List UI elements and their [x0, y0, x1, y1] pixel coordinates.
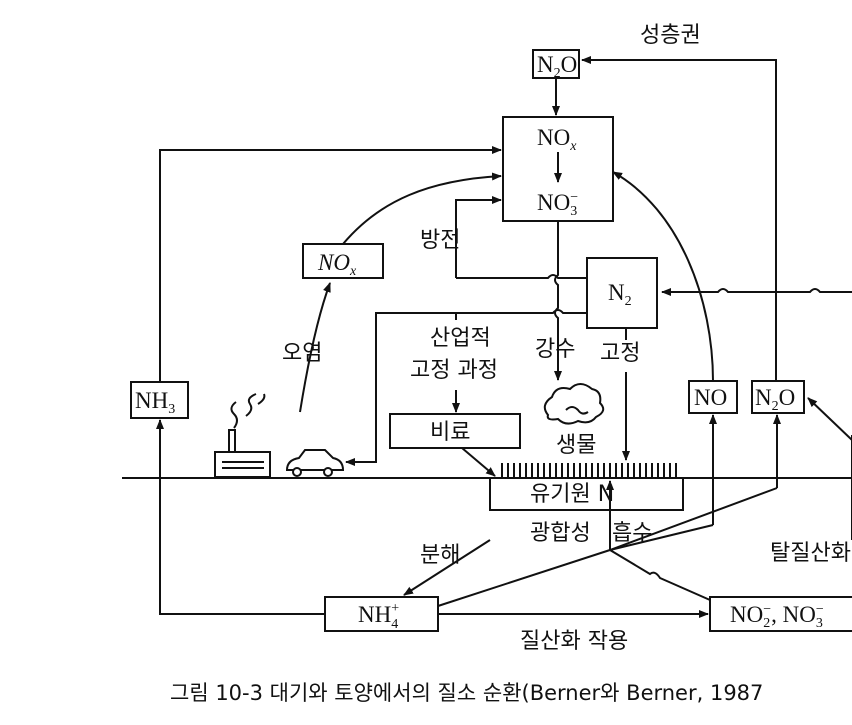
chem-no-right: NO	[694, 385, 727, 410]
label-organic-n: 유기원 N	[530, 482, 614, 507]
arrow-fertilizer-to-organic	[461, 447, 496, 477]
arrow-industrial-to-car	[345, 309, 587, 466]
arrow-pollution	[299, 282, 331, 413]
arrow-pollution-nox-to-box	[342, 172, 502, 245]
line-lightning-n2	[456, 274, 587, 279]
label-photosynthetic: 광합성	[530, 521, 591, 546]
organism-detail	[565, 406, 589, 415]
n2-box	[586, 257, 658, 329]
no-right-box	[688, 380, 738, 414]
figure-caption: 그림 10-3 대기와 토양에서의 질소 순환(Berner와 Berner, …	[170, 681, 763, 705]
arrow-lightning	[455, 196, 502, 278]
vegetation-hatch	[501, 463, 677, 478]
chem-nh3: NH3	[135, 388, 175, 417]
chem-nox-left: NOx	[317, 250, 357, 279]
n2o-top-box	[532, 49, 580, 79]
label-fertilizer: 비료	[430, 420, 470, 445]
label-decomposition: 분해	[420, 543, 460, 568]
arrow-to-stratosphere	[581, 56, 777, 381]
arrow-denitrification-n2	[661, 288, 852, 296]
label-nitrification: 질산화 작용	[520, 629, 628, 654]
arrow-nh4-to-nh3	[156, 419, 325, 615]
factory-icon	[214, 393, 271, 478]
organism-icon	[543, 383, 605, 425]
line-to-no	[609, 524, 714, 551]
label-organism: 생물	[556, 433, 596, 458]
line-nh4-uptake	[437, 549, 611, 607]
label-uptake: 흡수	[612, 521, 652, 546]
chem-n2o-right: N2O	[755, 385, 795, 414]
car-icon	[285, 449, 345, 477]
chem-nh4: NH4+	[358, 601, 399, 632]
arrow-denitrification-n2o	[807, 397, 852, 441]
label-lightning: 방전	[420, 228, 460, 253]
chem-no2-no3: NO2−, NO3−	[730, 602, 824, 631]
label-stratosphere: 성층권	[640, 23, 701, 48]
label-pollution: 오염	[282, 341, 322, 366]
chem-n2-mid: N2	[608, 280, 632, 309]
chem-no3-main: NO3−	[537, 190, 578, 219]
chem-n2o-top: N2O	[537, 52, 577, 81]
arrow-no-to-nox	[612, 171, 714, 382]
label-precipitation: 강수	[535, 337, 575, 362]
n2o-right-box	[751, 380, 805, 414]
fertilizer-box	[389, 413, 521, 449]
label-industrial-2: 고정 과정	[410, 358, 498, 383]
chem-nox-main: NOx	[537, 125, 577, 154]
arrow-precipitation	[554, 221, 562, 381]
label-fixation: 고정	[600, 341, 640, 366]
label-denitrification: 탈질산화	[770, 541, 851, 566]
arrow-nh3-to-nox	[159, 146, 502, 382]
no2-no3-box	[709, 596, 852, 632]
organic-n-box	[489, 477, 684, 511]
line-to-n2o	[609, 487, 778, 551]
label-industrial-1: 산업적	[430, 326, 491, 351]
arrow-decomposition	[403, 539, 491, 596]
nox-left-box	[302, 243, 384, 279]
line-no3-uptake	[609, 549, 711, 601]
